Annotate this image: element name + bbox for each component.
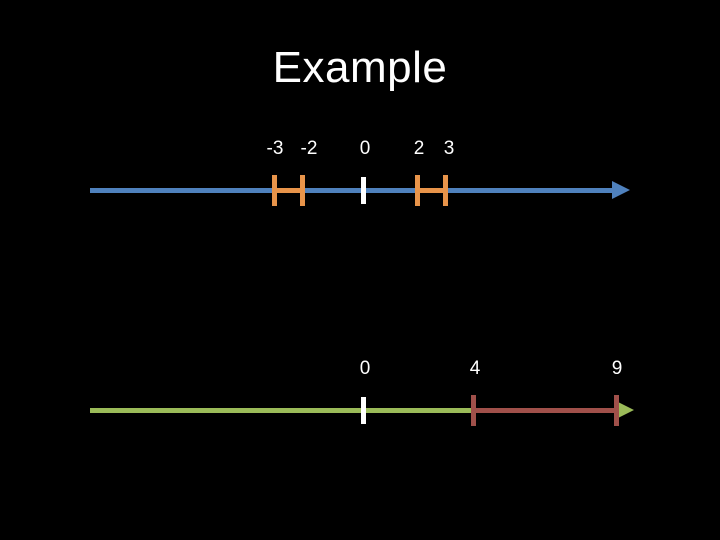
tick-3	[443, 175, 448, 206]
axis-label-0: 0	[359, 138, 371, 159]
interval-bracket--3--2	[274, 188, 305, 193]
tick-0	[361, 397, 366, 424]
tick-9	[614, 395, 619, 426]
green-axis-segment	[90, 408, 475, 413]
page-title: Example	[272, 43, 448, 92]
axis-label--2: -2	[300, 138, 318, 159]
axis-label-2: 2	[413, 138, 425, 159]
axis-label-9: 9	[611, 358, 623, 379]
axis-label-4: 4	[469, 358, 481, 379]
top-number-line: -3 -2 0 2 3	[0, 138, 720, 220]
tick--3	[272, 175, 277, 206]
dark-red-axis-segment	[473, 408, 618, 413]
tick-4	[471, 395, 476, 426]
blue-axis-segment	[90, 188, 616, 193]
bottom-number-line: 0 4 9	[0, 358, 720, 440]
blue-arrowhead-icon	[612, 181, 630, 199]
tick--2	[300, 175, 305, 206]
green-arrowhead-icon	[616, 401, 634, 419]
axis-label--3: -3	[266, 138, 284, 159]
axis-label-0: 0	[359, 358, 371, 379]
interval-bracket-2-3	[417, 188, 447, 193]
tick-0	[361, 177, 366, 204]
tick-2	[415, 175, 420, 206]
axis-label-3: 3	[443, 138, 455, 159]
